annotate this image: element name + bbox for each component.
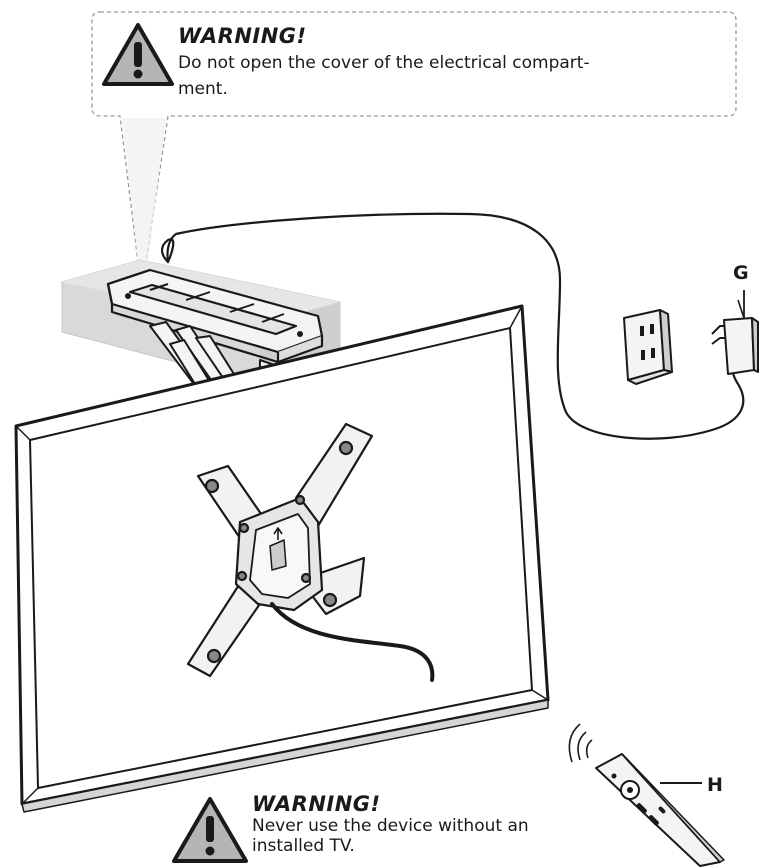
top-warning-line-1: Do not open the cover of the electrical … [178,53,590,73]
remote-control-icon [568,723,725,867]
top-warning-line-2: ment. [178,79,228,99]
bottom-warning-line-2: installed TV. [252,836,355,856]
power-cable [160,212,745,440]
top-warning-callout [91,11,737,263]
tv-power-cable [270,602,435,682]
power-adapter-icon [711,299,759,375]
ceiling-mount-plate [106,268,324,364]
callout-label-h: H [707,774,723,796]
vesa-bracket [186,422,374,678]
bottom-warning-title: WARNING! [252,792,381,816]
warning-triangle-icon [172,797,248,863]
warning-triangle-icon [102,23,174,86]
top-warning-text: WARNING! Do not open the cover of the el… [178,24,730,100]
callout-label-g: G [733,262,749,284]
wall-outlet-icon [623,309,673,385]
bottom-warning-text: WARNING! Never use the device without an… [252,792,612,856]
bottom-warning-line-1: Never use the device without an [252,816,529,836]
top-warning-title: WARNING! [178,24,307,48]
